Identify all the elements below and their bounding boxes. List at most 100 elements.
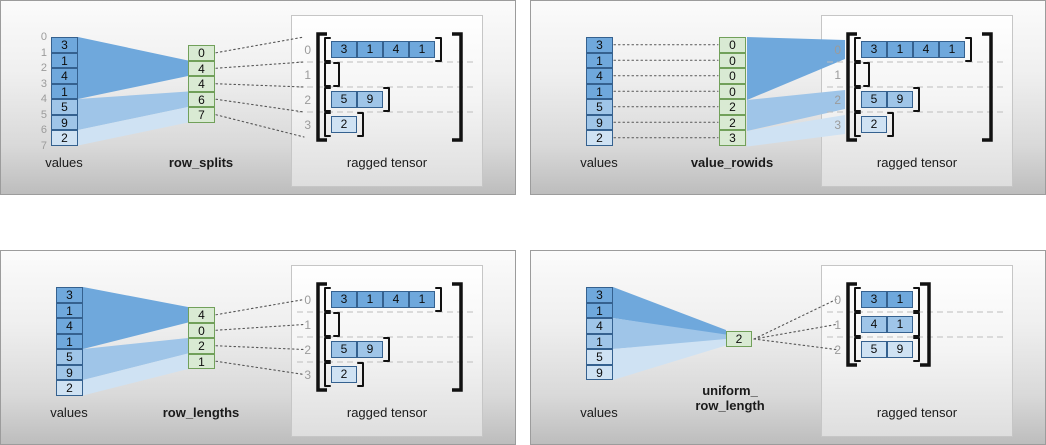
value-cell: 2 xyxy=(56,380,83,396)
param-cell: 0 xyxy=(719,68,746,84)
tensor-cell: 1 xyxy=(409,41,435,58)
param-cell: 2 xyxy=(726,331,752,347)
tensor-cell: 1 xyxy=(357,41,383,58)
tensor-row-index: 0 xyxy=(834,42,841,57)
value-cell: 1 xyxy=(586,302,613,318)
fan-medium xyxy=(78,91,188,130)
method-label: value_rowids xyxy=(690,155,774,170)
tensor-cell: 1 xyxy=(409,291,435,308)
tensor-cell: 1 xyxy=(357,291,383,308)
ragged-tensor-label: ragged tensor xyxy=(346,155,428,170)
value-cell: 3 xyxy=(51,37,78,53)
tensor-cell: 9 xyxy=(887,341,913,358)
tensor-cell: 3 xyxy=(331,41,357,58)
value-cell: 1 xyxy=(51,83,78,99)
value-cell: 3 xyxy=(56,287,83,303)
fan-medium xyxy=(83,338,188,380)
param-cell: 4 xyxy=(188,307,215,323)
fan-dark xyxy=(78,37,188,99)
method-label: row_lengths xyxy=(162,405,240,420)
tensor-row-index: 2 xyxy=(834,342,841,357)
value-cell: 4 xyxy=(51,68,78,84)
tensor-cell: 1 xyxy=(887,41,913,58)
value-boundary-index: 5 xyxy=(40,108,47,121)
ragged-tensor-label: ragged tensor xyxy=(346,405,428,420)
value-cell: 9 xyxy=(51,114,78,130)
value-boundary-index: 2 xyxy=(40,62,47,74)
values-label: values xyxy=(580,405,618,420)
fan-dark xyxy=(83,287,188,349)
value-cell: 1 xyxy=(586,83,613,99)
fan-light xyxy=(83,353,188,396)
tensor-cell: 9 xyxy=(887,91,913,108)
value-boundary-index: 4 xyxy=(40,93,47,105)
value-boundary-index: 1 xyxy=(40,46,47,59)
tensor-cell: 2 xyxy=(861,116,887,133)
param-cell: 1 xyxy=(188,353,215,369)
tensor-cell: 5 xyxy=(331,341,357,358)
param-cell: 7 xyxy=(188,107,215,123)
value-cell: 9 xyxy=(586,114,613,130)
value-cell: 2 xyxy=(51,130,78,146)
value-cell: 1 xyxy=(56,302,83,318)
tensor-cell: 5 xyxy=(331,91,357,108)
param-cell: 2 xyxy=(719,114,746,130)
tensor-cell: 3 xyxy=(861,41,887,58)
tensor-row-index: 3 xyxy=(304,117,311,132)
value-cell: 5 xyxy=(586,349,613,365)
tensor-row-index: 0 xyxy=(304,292,311,307)
param-cell: 2 xyxy=(188,338,215,354)
tensor-cell: 1 xyxy=(939,41,965,58)
tensor-cell: 9 xyxy=(357,341,383,358)
value-boundary-index: 3 xyxy=(40,77,47,90)
tensor-row-index: 3 xyxy=(304,367,311,382)
tensor-row-index: 0 xyxy=(304,42,311,57)
value-boundary-index: 7 xyxy=(40,139,47,152)
value-cell: 5 xyxy=(51,99,78,115)
value-cell: 5 xyxy=(586,99,613,115)
tensor-row-index: 0 xyxy=(834,292,841,307)
param-cell: 0 xyxy=(719,52,746,68)
fan-medium xyxy=(613,318,726,349)
value-cell: 1 xyxy=(586,333,613,349)
tensor-row-index: 2 xyxy=(834,92,841,107)
param-cell: 0 xyxy=(719,37,746,53)
method-label: row_splits xyxy=(168,155,234,170)
tensor-cell: 1 xyxy=(887,291,913,308)
tensor-cell: 4 xyxy=(383,291,409,308)
param-cell: 0 xyxy=(719,83,746,99)
value-cell: 2 xyxy=(586,130,613,146)
value-cell: 3 xyxy=(586,37,613,53)
tensor-cell: 9 xyxy=(357,91,383,108)
value-cell: 1 xyxy=(51,52,78,68)
values-label: values xyxy=(50,405,88,420)
method-label: row_length xyxy=(695,398,765,413)
value-cell: 1 xyxy=(586,52,613,68)
tensor-cell: 4 xyxy=(383,41,409,58)
tensor-cell: 2 xyxy=(331,366,357,383)
value-cell: 1 xyxy=(56,333,83,349)
param-cell: 0 xyxy=(188,45,215,61)
tensor-row-index: 1 xyxy=(304,317,311,332)
value-cell: 9 xyxy=(56,364,83,380)
tensor-cell: 5 xyxy=(861,91,887,108)
value-cell: 4 xyxy=(56,318,83,334)
ragged-tensor-label: ragged tensor xyxy=(876,155,958,170)
value-boundary-index: 0 xyxy=(40,31,47,43)
tensor-cell: 3 xyxy=(861,291,887,308)
tensor-row-index: 1 xyxy=(304,67,311,82)
tensor-cell: 5 xyxy=(861,341,887,358)
fan-light xyxy=(613,339,726,380)
tensor-cell: 1 xyxy=(887,316,913,333)
method-label: uniform_ xyxy=(702,383,758,398)
param-cell: 4 xyxy=(188,76,215,92)
tensor-row-index: 1 xyxy=(834,317,841,332)
tensor-cell: 3 xyxy=(331,291,357,308)
tensor-cell: 4 xyxy=(913,41,939,58)
values-label: values xyxy=(580,155,618,170)
param-cell: 3 xyxy=(719,130,746,146)
